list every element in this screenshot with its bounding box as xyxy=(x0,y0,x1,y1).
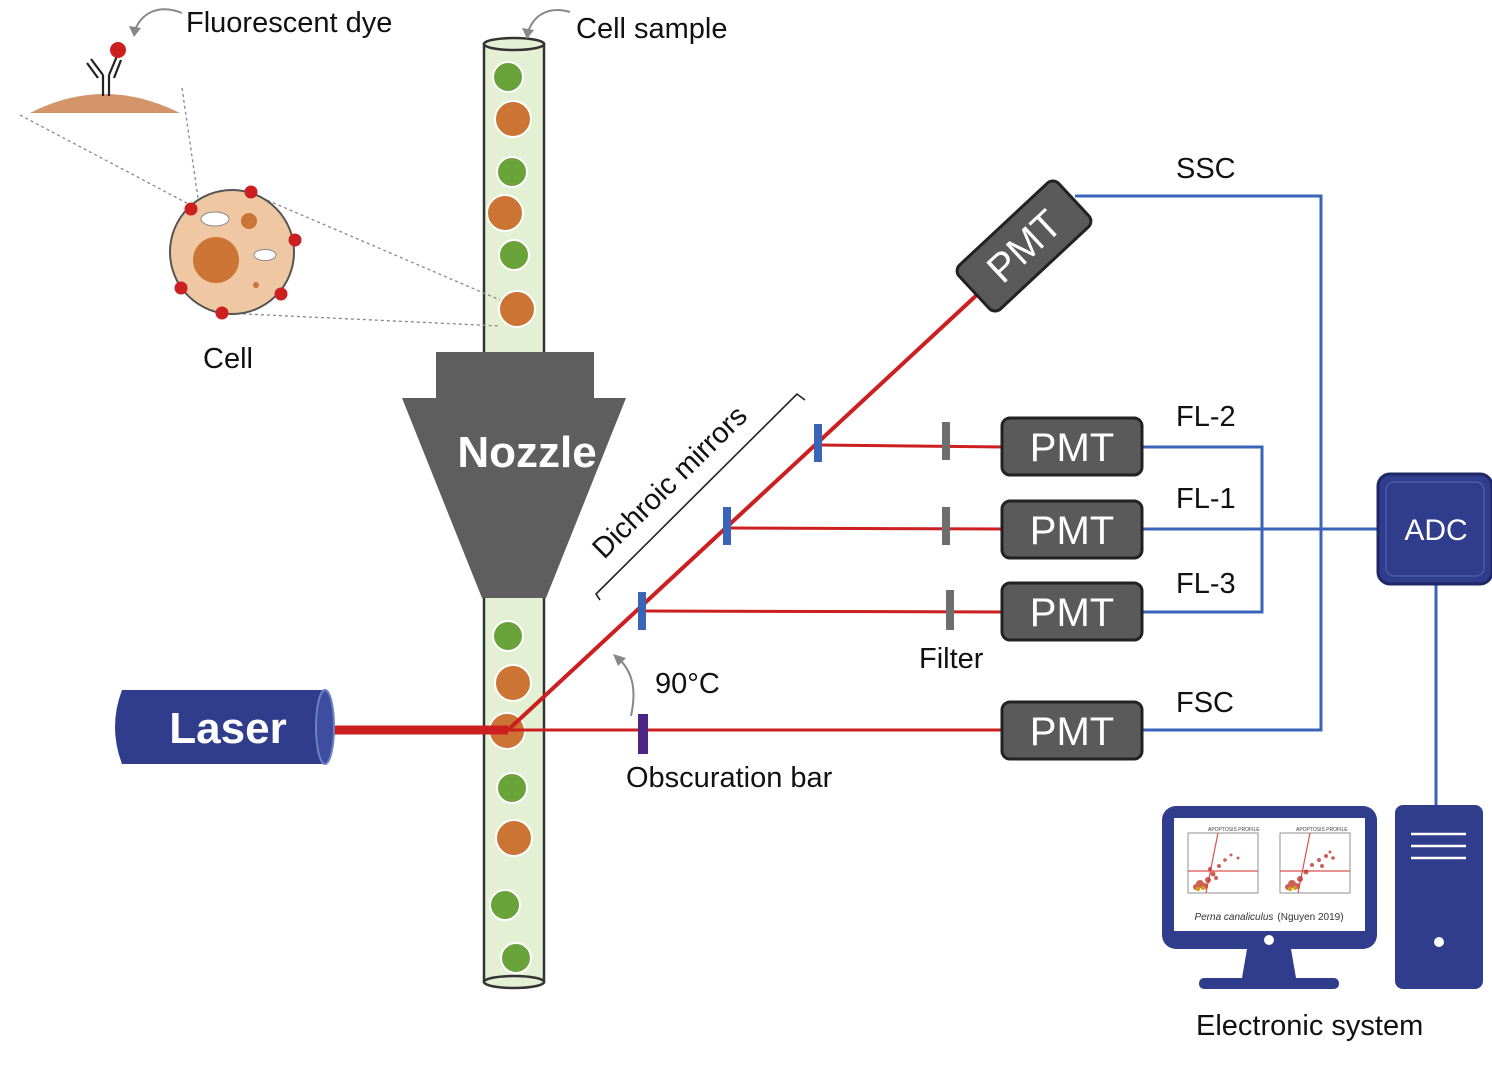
green-cell xyxy=(496,772,528,804)
green-cell xyxy=(496,156,528,188)
fl3-beam xyxy=(641,609,1006,614)
dichroic-mirror-set xyxy=(638,424,822,630)
zoom-lines xyxy=(19,87,501,327)
green-cell xyxy=(500,942,532,974)
fluorescent-dye-arrow xyxy=(129,8,183,37)
pmt-label: PMT xyxy=(1030,591,1114,635)
green-cell xyxy=(492,61,524,93)
dichroic-mirror xyxy=(814,424,822,462)
pmt-detector-fl1: PMT xyxy=(1000,499,1144,560)
pmt-label: PMT xyxy=(1030,426,1114,470)
cell-membrane-detail xyxy=(30,42,180,113)
adc-box: ADC xyxy=(1376,472,1492,586)
green-cell xyxy=(489,889,521,921)
tube-cells xyxy=(486,61,536,974)
electronic-system-label: Electronic system xyxy=(1196,1010,1423,1042)
angle-arrow xyxy=(613,654,635,717)
fluorescent-dye-label: Fluorescent dye xyxy=(186,7,392,39)
ssc-wire xyxy=(1075,194,1323,732)
angle-label: 90°C xyxy=(655,668,720,700)
obscuration-bar-label: Obscuration bar xyxy=(626,762,833,794)
monitor-plot-title: APOPTOSIS PROFILE xyxy=(1296,827,1348,833)
pmt-detector-fl2: PMT xyxy=(1000,416,1144,477)
laser-source: Laser xyxy=(115,689,335,765)
fl3-label: FL-3 xyxy=(1176,568,1236,600)
pmt-detector-fsc: PMT xyxy=(1000,700,1144,761)
computer-tower xyxy=(1395,805,1483,989)
fl1-label: FL-1 xyxy=(1176,483,1236,515)
side-scatter-beam xyxy=(506,290,982,732)
filters xyxy=(942,422,954,630)
pmt-label: PMT xyxy=(1030,710,1114,754)
ssc-label: SSC xyxy=(1176,153,1236,185)
monitor-power-dot xyxy=(1264,935,1274,945)
pmt-label: PMT xyxy=(1030,509,1114,553)
dichroic-mirror xyxy=(723,507,731,545)
laser-beams xyxy=(330,290,1006,735)
cell-label: Cell xyxy=(203,343,253,375)
fl2-label: FL-2 xyxy=(1176,401,1236,433)
cell-nucleus xyxy=(193,237,239,283)
nozzle-label: Nozzle xyxy=(457,428,596,477)
orange-cell xyxy=(498,290,536,328)
orange-cell xyxy=(486,194,524,232)
cell-sample-arrow xyxy=(522,9,571,39)
orange-cell xyxy=(495,819,533,857)
fl2-beam xyxy=(817,443,1006,449)
nozzle: Nozzle xyxy=(402,352,626,598)
monitor-caption: Perna canaliculus(Nguyen 2019) xyxy=(1194,912,1343,923)
monitor-plot-left: APOPTOSIS PROFILE xyxy=(1187,827,1260,894)
filter xyxy=(942,422,950,460)
dichroic-mirror xyxy=(638,592,646,630)
pmt-detector-ssc: PMT xyxy=(955,179,1093,313)
cell-inset xyxy=(169,185,302,320)
orange-cell xyxy=(494,664,532,702)
monitor-plot-title: APOPTOSIS PROFILE xyxy=(1208,827,1260,833)
filter xyxy=(942,507,950,545)
dichroic-mirrors-bracket xyxy=(594,392,806,601)
fsc-label: FSC xyxy=(1176,687,1234,719)
fl1-beam xyxy=(726,526,1006,531)
green-cell xyxy=(492,620,524,652)
monitor-plot-right: APOPTOSIS PROFILE xyxy=(1279,827,1351,894)
filter-label: Filter xyxy=(919,643,984,675)
adc-label: ADC xyxy=(1404,514,1467,547)
orange-cell xyxy=(494,100,532,138)
fluorescent-dye-marker xyxy=(110,42,126,58)
obscuration-bar xyxy=(638,714,648,754)
pmt-detector-fl3: PMT xyxy=(1000,581,1144,642)
filter xyxy=(946,590,954,630)
green-cell xyxy=(498,239,530,271)
cell-sample-label: Cell sample xyxy=(576,13,728,45)
signal-wires xyxy=(1075,194,1438,805)
laser-label: Laser xyxy=(169,704,286,753)
tower-power-dot xyxy=(1434,937,1444,947)
